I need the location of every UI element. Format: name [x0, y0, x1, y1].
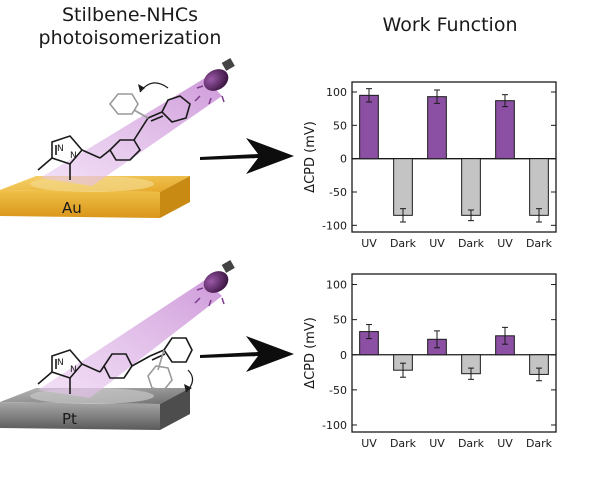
x-category-label: Dark — [390, 237, 417, 250]
substrate-label-pt: Pt — [62, 410, 77, 428]
nitrogen-label: N — [70, 151, 77, 161]
x-category-label: UV — [361, 437, 377, 450]
stilbene-nhc-molecule-bottom — [37, 337, 194, 394]
x-category-label: Dark — [526, 237, 553, 250]
nitrogen-label: N — [70, 365, 77, 375]
nitrogen-label: N — [57, 144, 64, 154]
plot-frame — [351, 273, 557, 433]
x-category-label: UV — [429, 437, 445, 450]
au-scene: N N — [0, 58, 235, 218]
x-category-label: UV — [361, 237, 377, 250]
arrow-to-chart-top — [200, 138, 294, 174]
y-tick-label: 0 — [340, 349, 347, 362]
bar-dark — [529, 158, 549, 216]
y-tick-label: -100 — [322, 219, 347, 232]
x-category-label: Dark — [390, 437, 417, 450]
uv-lamp-icon — [194, 58, 235, 105]
bar-uv — [359, 94, 379, 160]
bar-uv — [427, 96, 447, 160]
pt-scene: N N — [0, 260, 235, 430]
x-category-label: Dark — [458, 437, 485, 450]
bar-uv — [495, 100, 515, 160]
y-axis-label: ΔCPD (mV) — [303, 121, 318, 193]
y-tick-label: -100 — [322, 419, 347, 432]
y-tick-label: 50 — [333, 119, 347, 132]
y-tick-label: 0 — [340, 153, 347, 166]
uv-lamp-icon — [194, 260, 235, 307]
x-category-label: UV — [497, 237, 513, 250]
platinum-substrate — [0, 388, 190, 430]
bar-dark — [461, 158, 481, 216]
x-category-label: Dark — [526, 437, 553, 450]
work-function-chart-au: 100 50 0 -50 -100 ΔCPD (mV) UV Dark UV Dark UV Dark — [303, 81, 557, 250]
y-axis-label: ΔCPD (mV) — [303, 317, 318, 389]
nitrogen-label: N — [57, 358, 64, 368]
left-heading-line1: Stilbene-NHCs — [61, 4, 199, 26]
x-category-label: UV — [497, 437, 513, 450]
left-heading-line2: photoisomerization — [38, 27, 222, 49]
y-tick-label: 100 — [326, 279, 347, 292]
uv-beam-bottom — [38, 280, 222, 398]
y-tick-label: -50 — [329, 384, 347, 397]
work-function-chart-pt: 100 50 0 -50 -100 ΔCPD (mV) UV Dark UV Dark UV Dark — [303, 273, 557, 450]
right-heading: Work Function — [382, 14, 518, 36]
arrow-to-chart-bottom — [200, 336, 294, 372]
left-heading: Stilbene-NHCs photoisomerization — [0, 4, 260, 50]
substrate-label-au: Au — [62, 199, 82, 217]
x-category-label: UV — [429, 237, 445, 250]
stilbene-nhc-molecule-top — [37, 82, 191, 180]
y-tick-label: 100 — [326, 86, 347, 99]
y-tick-label: 50 — [333, 314, 347, 327]
x-category-label: Dark — [458, 237, 485, 250]
uv-beam-top — [40, 78, 222, 186]
bar-dark — [393, 158, 413, 216]
plot-frame — [351, 81, 557, 233]
y-tick-label: -50 — [329, 186, 347, 199]
